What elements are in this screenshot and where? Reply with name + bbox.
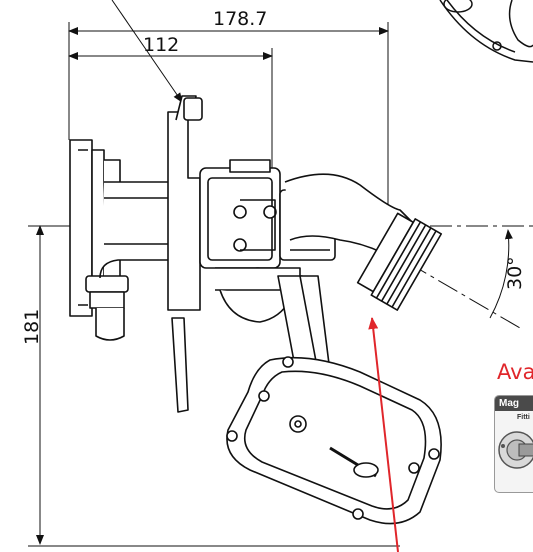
fitting-inset-card[interactable]: Mag Fitti [494,395,533,493]
inset-card-subtitle: Fitti [517,414,530,421]
availability-heading: Ava [497,360,533,384]
dim-overall-width: 178.7 [213,8,267,30]
top-right-flange-view [439,0,533,63]
dim-angle: 30° [504,256,526,290]
callout-arrow [368,317,399,552]
inset-card-title: Mag [495,396,533,411]
dim-partial-width: 112 [143,34,179,56]
fitting-thumbnail [498,431,533,469]
valve-assembly [69,95,443,525]
dim-height: 181 [21,309,43,345]
